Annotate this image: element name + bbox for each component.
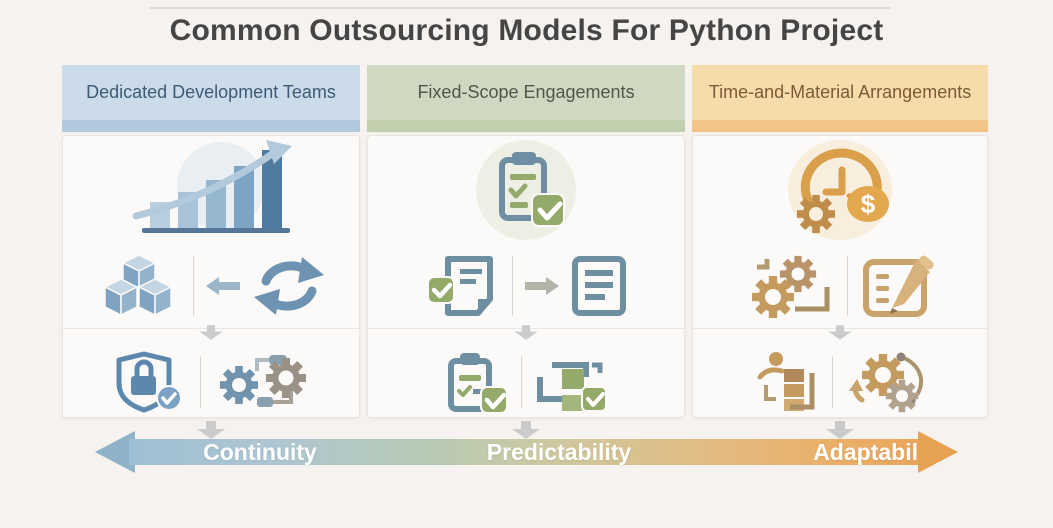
card-section-divider (693, 328, 987, 347)
card-section-divider (63, 328, 359, 347)
time-cost-clock-gear-dollar-icon: $ (784, 138, 896, 242)
resource-person-blocks-icon (754, 351, 820, 413)
column-card: $ (692, 135, 988, 418)
iterative-gears-cycle-icon (845, 351, 927, 413)
vertical-divider (520, 356, 522, 408)
down-arrow-icon (512, 325, 540, 340)
vertical-divider (192, 256, 194, 316)
spectrum-arrow-body: Continuity Predictability Adaptability (129, 439, 945, 465)
vertical-divider (199, 356, 201, 408)
page-title: Common Outsourcing Models For Python Pro… (169, 14, 884, 47)
modular-cubes-icon (97, 253, 181, 319)
model-columns: Dedicated Development Teams (62, 65, 988, 445)
hero-row: $ (693, 136, 987, 244)
arrow-left-icon (205, 276, 240, 296)
hero-row (368, 136, 684, 244)
integration-gears-icon (213, 351, 309, 413)
column-header-strip (692, 120, 988, 132)
column-card (367, 135, 685, 418)
column-card (62, 135, 360, 418)
arrow-right-icon (524, 276, 559, 296)
column-header-strip (62, 120, 360, 132)
top-divider-rule (150, 7, 890, 9)
checklist-clipboard-icon (443, 351, 509, 413)
middle-row (368, 244, 684, 328)
down-arrow-icon (826, 325, 854, 340)
growth-bar-chart-icon (116, 138, 306, 242)
column-header-label: Fixed-Scope Engagements (417, 82, 635, 102)
delivery-flow-check-icon (534, 351, 610, 413)
column-time-and-material: Time-and-Material Arrangements (692, 65, 988, 445)
bottom-row (368, 347, 684, 417)
approved-document-icon (426, 253, 500, 319)
column-header-label: Dedicated Development Teams (86, 82, 336, 102)
column-header-strip (367, 120, 685, 132)
middle-row (693, 244, 987, 328)
spec-document-icon (571, 255, 627, 317)
axis-label-predictability: Predictability (486, 439, 632, 465)
column-fixed-scope-engagements: Fixed-Scope Engagements (367, 65, 685, 445)
scope-clipboard-check-icon (474, 138, 578, 242)
document-edit-pencil-icon (860, 254, 938, 318)
working-gears-icon (743, 253, 835, 319)
bottom-row (63, 347, 359, 417)
column-dedicated-development-teams: Dedicated Development Teams (62, 65, 360, 445)
sync-cycle-icon (252, 253, 326, 319)
column-header: Time-and-Material Arrangements (692, 65, 988, 120)
bottom-row (693, 347, 987, 417)
arrow-right-tip (918, 431, 958, 473)
column-header: Fixed-Scope Engagements (367, 65, 685, 120)
spectrum-arrow: Continuity Predictability Adaptability (95, 431, 958, 473)
down-arrow-icon (197, 325, 225, 340)
vertical-divider (511, 256, 513, 316)
middle-row (63, 244, 359, 328)
column-header-label: Time-and-Material Arrangements (708, 82, 972, 102)
card-section-divider (368, 328, 684, 347)
hero-row (63, 136, 359, 244)
vertical-divider (831, 356, 833, 408)
security-shield-lock-check-icon (114, 351, 188, 413)
vertical-divider (846, 256, 848, 316)
column-header: Dedicated Development Teams (62, 65, 360, 120)
svg-text:$: $ (861, 189, 876, 219)
axis-label-continuity: Continuity (203, 439, 317, 465)
